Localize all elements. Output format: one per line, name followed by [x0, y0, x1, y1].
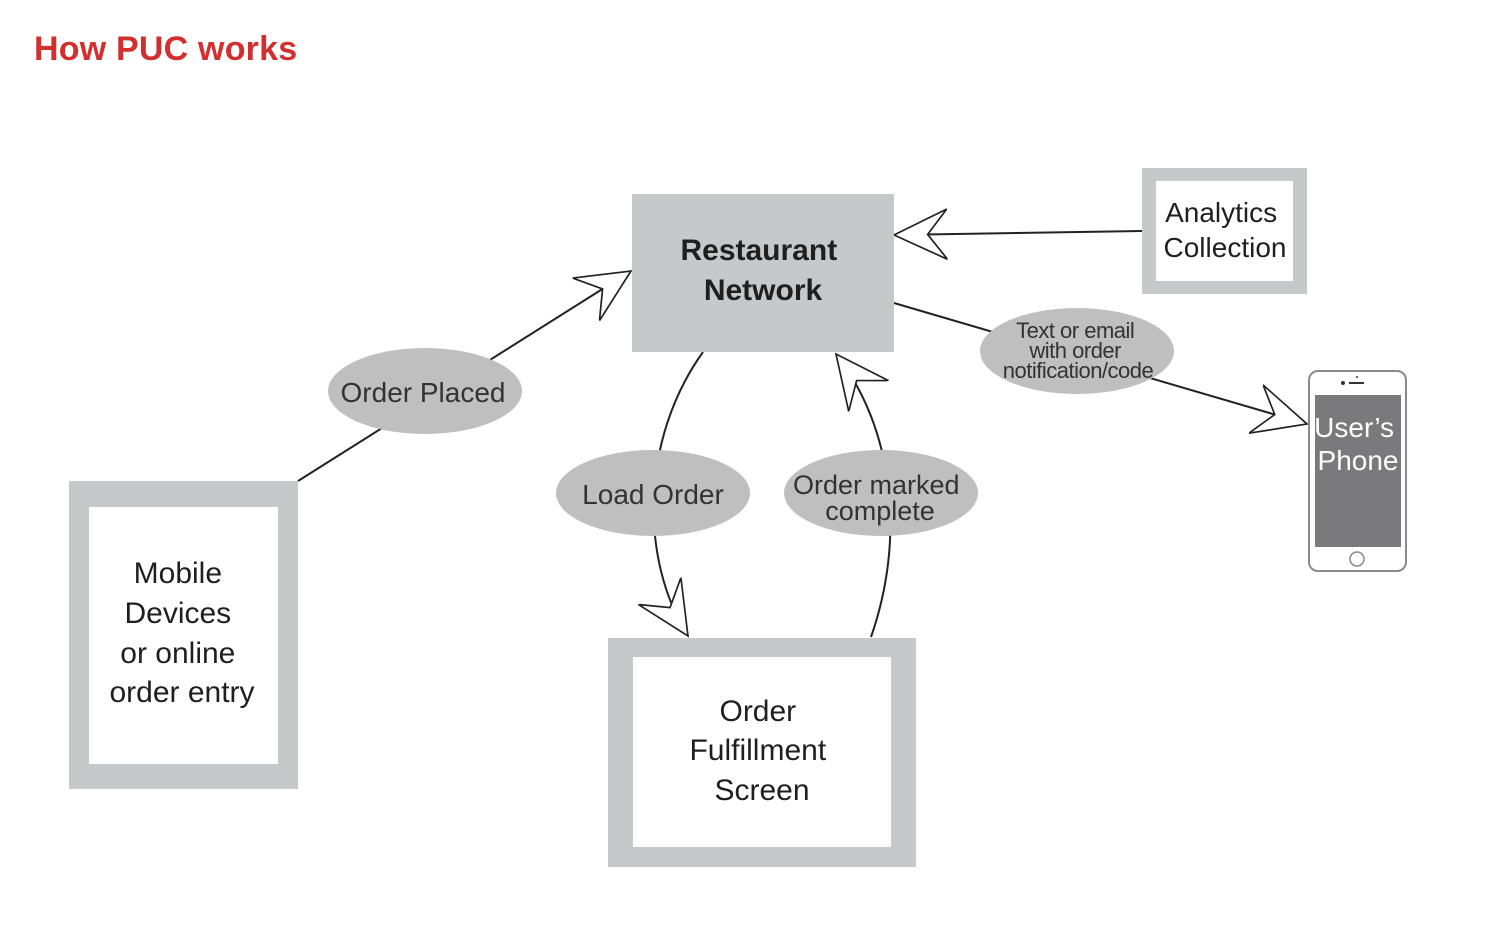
fulfillment-label-2: Fulfillment [689, 734, 826, 767]
svg-text:Order marked complete: Order marked complete [793, 470, 967, 526]
mobile-label-2: Devices [124, 597, 231, 630]
order-placed-label: Order Placed [328, 348, 522, 434]
svg-text:User’s Phone: User’s Phone [1314, 412, 1402, 476]
svg-text:Mobile Devices or: Mobile Devices or online order entry [109, 557, 254, 709]
order-fulfillment-node: Order Fulfillment Screen [608, 638, 916, 867]
restaurant-network-label-2: Network [704, 274, 823, 307]
edge-analytics [894, 231, 1143, 235]
mobile-label-3: or online [120, 637, 235, 670]
fulfillment-label-3: Screen [714, 774, 809, 807]
phone-icon: User’s Phone [1308, 370, 1407, 572]
restaurant-network-label-1: Restaurant [680, 234, 837, 267]
mobile-label-1: Mobile [134, 557, 222, 590]
phone-label-1: User’s [1314, 412, 1394, 443]
mobile-label-4: order entry [109, 676, 254, 709]
notification-text-3: notification/code [1003, 358, 1154, 383]
order-complete-text-1: Order marked [793, 470, 960, 500]
svg-text:Order Fulfillment: Order Fulfillment Screen [689, 695, 834, 807]
notification-label: Text or email with order notification/co… [980, 308, 1174, 394]
order-complete-text-2: complete [825, 496, 935, 526]
notification-text-2: with order [1028, 338, 1121, 363]
svg-text:Analytics Collection: Analytics Collection [1164, 197, 1287, 263]
analytics-collection-node: Analytics Collection [1142, 168, 1307, 294]
notification-text-1: Text or email [1016, 318, 1134, 343]
svg-text:Restaurant Network: Restaurant Network [680, 234, 845, 307]
phone-label-2: Phone [1318, 445, 1399, 476]
load-order-text: Load Order [582, 479, 724, 510]
load-order-label: Load Order [556, 450, 750, 536]
fulfillment-label-1: Order [719, 695, 796, 728]
analytics-label-1: Analytics [1165, 197, 1277, 228]
restaurant-network-node: Restaurant Network [632, 194, 894, 352]
mobile-devices-node: Mobile Devices or online order entry [69, 481, 298, 789]
order-placed-text: Order Placed [341, 377, 506, 408]
svg-text:Text or email with order: Text or email with order notification/co… [1003, 318, 1154, 383]
page-title: How PUC works [34, 30, 298, 68]
analytics-label-2: Collection [1164, 232, 1287, 263]
order-complete-label: Order marked complete [784, 450, 978, 536]
